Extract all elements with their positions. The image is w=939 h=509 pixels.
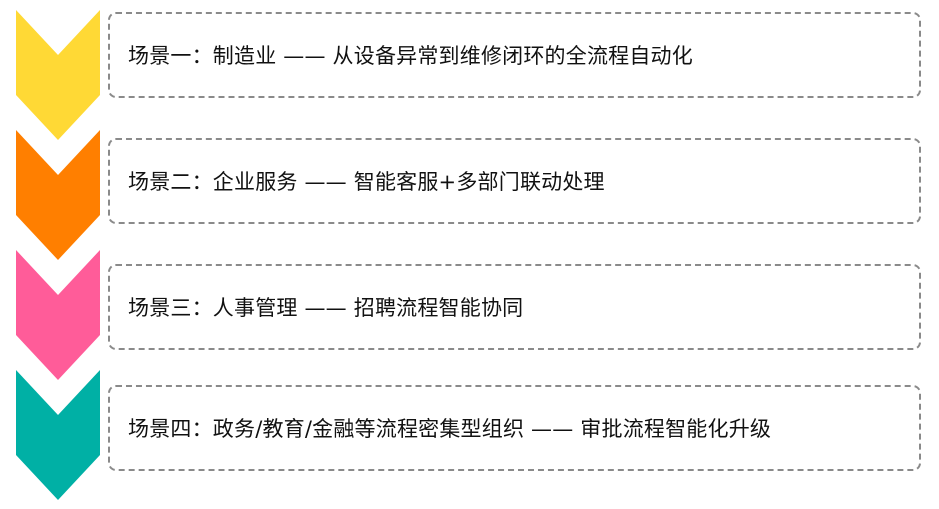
chevron-icon-orange bbox=[16, 130, 100, 260]
chevron-column bbox=[16, 10, 100, 500]
scenario-box-hr: 场景三：人事管理 —— 招聘流程智能协同 bbox=[108, 264, 921, 350]
chevron-icon-pink bbox=[16, 250, 100, 380]
chevron-icon-teal bbox=[16, 370, 100, 500]
scenario-label: 场景一：制造业 —— 从设备异常到维修闭环的全流程自动化 bbox=[128, 44, 693, 68]
scenario-box-enterprise-service: 场景二：企业服务 —— 智能客服+多部门联动处理 bbox=[108, 138, 921, 224]
scenario-label: 场景四：政务/教育/金融等流程密集型组织 —— 审批流程智能化升级 bbox=[128, 417, 772, 441]
scenario-label: 场景三：人事管理 —— 招聘流程智能协同 bbox=[128, 296, 524, 320]
chevron-icon-yellow bbox=[16, 10, 100, 140]
scenario-box-manufacturing: 场景一：制造业 —— 从设备异常到维修闭环的全流程自动化 bbox=[108, 12, 921, 98]
scenario-box-government: 场景四：政务/教育/金融等流程密集型组织 —— 审批流程智能化升级 bbox=[108, 385, 921, 471]
scenario-label: 场景二：企业服务 —— 智能客服+多部门联动处理 bbox=[128, 170, 605, 194]
